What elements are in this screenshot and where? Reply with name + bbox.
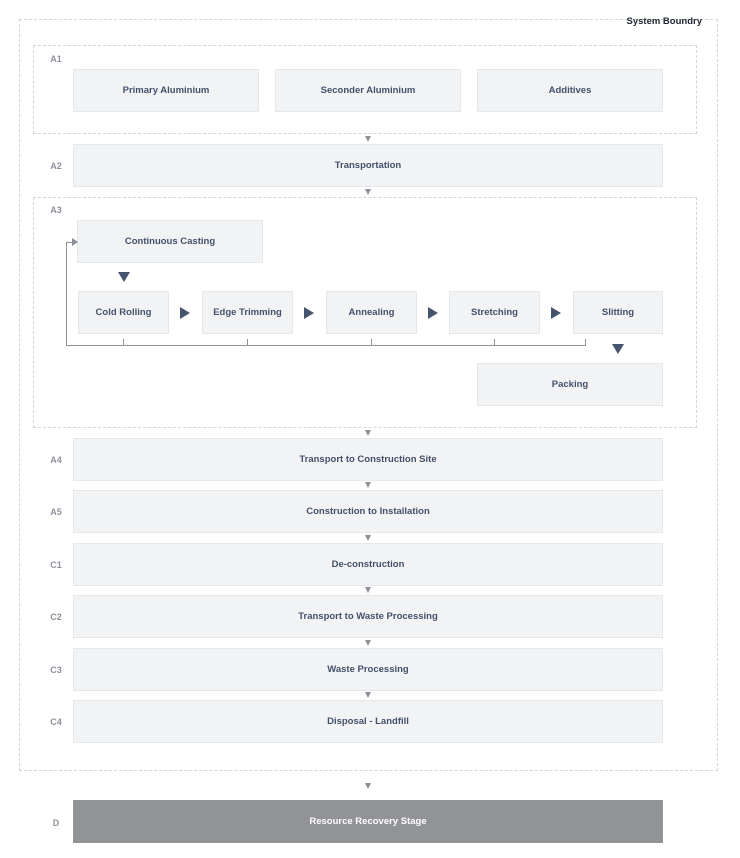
additives-box: Additives xyxy=(477,69,663,112)
arrow-casting-rolling-icon xyxy=(118,272,130,282)
edge-trimming-box: Edge Trimming xyxy=(202,291,293,334)
loop-tick-2 xyxy=(247,339,248,346)
stage-code-a2: A2 xyxy=(50,161,62,171)
arrow-slitting-packing-icon xyxy=(612,344,624,354)
annealing-box: Annealing xyxy=(326,291,417,334)
loop-line-bottom xyxy=(66,345,586,346)
arrow-c2-c3-icon xyxy=(365,640,371,646)
arrow-a3-a4-icon xyxy=(365,430,371,436)
stage-code-c4: C4 xyxy=(50,717,62,727)
stage-code-c1: C1 xyxy=(50,560,62,570)
system-boundary xyxy=(19,19,718,771)
loop-line-top xyxy=(66,242,72,243)
arrow-c1-c2-icon xyxy=(365,587,371,593)
deconstruction-box: De-construction xyxy=(73,543,663,586)
arrow-a2-a3-icon xyxy=(365,189,371,195)
stage-code-a3: A3 xyxy=(50,205,62,215)
stage-code-d: D xyxy=(52,818,60,828)
packing-box: Packing xyxy=(477,363,663,406)
arrow-trimming-annealing-icon xyxy=(304,307,314,319)
transport-construction-site-box: Transport to Construction Site xyxy=(73,438,663,481)
a1-group xyxy=(33,45,697,134)
stretching-box: Stretching xyxy=(449,291,540,334)
disposal-landfill-box: Disposal - Landfill xyxy=(73,700,663,743)
stage-code-a1: A1 xyxy=(50,54,62,64)
loop-tick-3 xyxy=(371,339,372,346)
loop-tick-1 xyxy=(123,339,124,346)
seconder-aluminium-box: Seconder Aluminium xyxy=(275,69,461,112)
loop-tick-4 xyxy=(494,339,495,346)
construction-installation-box: Construction to Installation xyxy=(73,490,663,533)
continuous-casting-box: Continuous Casting xyxy=(77,220,263,263)
transportation-box: Transportation xyxy=(73,144,663,187)
transport-waste-processing-box: Transport to Waste Processing xyxy=(73,595,663,638)
arrow-stretching-slitting-icon xyxy=(551,307,561,319)
loop-arrow-icon xyxy=(72,238,78,246)
loop-tick-5 xyxy=(585,339,586,346)
waste-processing-box: Waste Processing xyxy=(73,648,663,691)
loop-line-left xyxy=(66,242,67,346)
primary-aluminium-box: Primary Aluminium xyxy=(73,69,259,112)
arrow-a1-a2-icon xyxy=(365,136,371,142)
arrow-a4-a5-icon xyxy=(365,482,371,488)
arrow-c3-c4-icon xyxy=(365,692,371,698)
arrow-annealing-stretching-icon xyxy=(428,307,438,319)
stage-code-a5: A5 xyxy=(50,507,62,517)
stage-code-a4: A4 xyxy=(50,455,62,465)
cold-rolling-box: Cold Rolling xyxy=(78,291,169,334)
a3-group xyxy=(33,197,697,428)
arrow-a5-c1-icon xyxy=(365,535,371,541)
arrow-rolling-trimming-icon xyxy=(180,307,190,319)
resource-recovery-box: Resource Recovery Stage xyxy=(73,800,663,843)
system-boundary-label: System Boundry xyxy=(626,16,703,27)
stage-code-c3: C3 xyxy=(50,665,62,675)
arrow-c4-d-icon xyxy=(365,783,371,789)
stage-code-c2: C2 xyxy=(50,612,62,622)
slitting-box: Slitting xyxy=(573,291,663,334)
